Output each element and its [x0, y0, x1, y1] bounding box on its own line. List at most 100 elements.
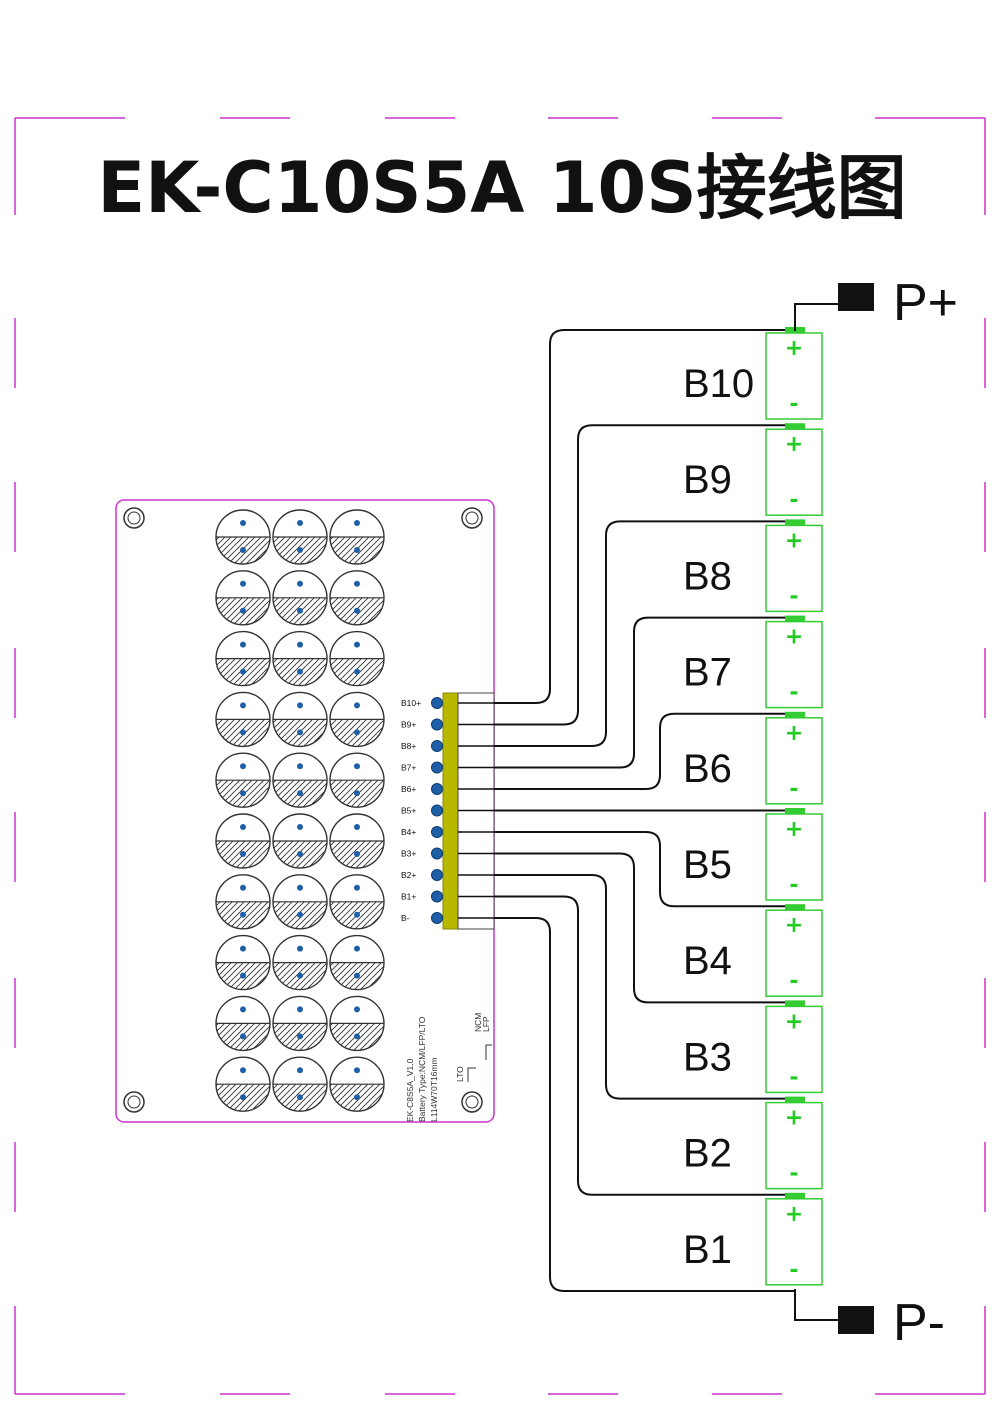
cell-minus-sign: -	[789, 681, 798, 706]
capacitor-pad	[354, 729, 360, 736]
cell-plus-sign: +	[785, 528, 803, 553]
pin-label: B10+	[401, 698, 421, 708]
pin-dot	[431, 890, 443, 903]
jumper-label-lfp: LFP	[481, 1016, 491, 1032]
cell-cap	[785, 904, 805, 911]
capacitor-pad	[297, 763, 303, 770]
pin-dot	[431, 869, 443, 881]
capacitor-pad	[240, 911, 246, 918]
mounting-hole	[461, 507, 483, 529]
capacitor-pad	[297, 790, 303, 797]
pin-dot	[431, 761, 443, 774]
cell-cap	[785, 519, 805, 526]
cell-minus-sign: -	[789, 969, 798, 994]
silkscreen: EK-C8S5A_V1.0 Battery Type:NCM/LFP/LTO L…	[405, 1013, 492, 1122]
negative-terminal-label: P-	[893, 1294, 945, 1352]
balance-wire	[494, 831, 795, 908]
cell-minus-sign: -	[789, 1162, 798, 1187]
cell-plus-sign: +	[785, 625, 803, 650]
capacitor-pad	[240, 884, 246, 891]
balance-wire	[494, 616, 795, 769]
capacitor-pad	[354, 520, 360, 526]
pin-label: B4+	[401, 827, 416, 837]
cell-minus-sign: -	[789, 873, 798, 898]
capacitor-pad	[240, 824, 246, 830]
balance-wire	[494, 917, 795, 1292]
jumper-trace-ncm	[485, 1044, 492, 1060]
capacitor-pad	[297, 580, 303, 587]
capacitor	[215, 874, 271, 930]
pin-dot	[431, 804, 443, 817]
capacitor	[272, 509, 328, 565]
capacitor	[215, 691, 271, 748]
capacitor-pad	[354, 547, 360, 553]
capacitor-pad	[354, 972, 360, 979]
cell-label: B1	[683, 1228, 732, 1272]
capacitor	[329, 691, 385, 748]
cell-plus-sign: +	[785, 913, 803, 938]
cell-label: B10	[683, 362, 754, 406]
capacitor	[329, 874, 385, 930]
capacitor	[272, 934, 328, 991]
positive-terminal-block	[838, 283, 874, 311]
cell-minus-sign: -	[789, 1258, 798, 1283]
capacitor-pad	[297, 824, 303, 830]
capacitor-pad	[354, 702, 360, 709]
capacitor-pad	[354, 1033, 360, 1040]
capacitor-pad	[240, 790, 246, 797]
cell-label: B9	[683, 458, 732, 502]
balance-wire	[494, 424, 795, 726]
mounting-hole	[123, 1091, 145, 1113]
cell-plus-sign: +	[785, 1106, 803, 1131]
cell-minus-sign: -	[789, 777, 798, 802]
capacitor-pad	[354, 945, 360, 952]
balance-wire	[494, 874, 795, 1100]
mounting-hole	[461, 1091, 483, 1113]
capacitor	[329, 1056, 385, 1112]
capacitor	[215, 509, 271, 565]
mounting-hole	[123, 507, 145, 529]
cell-label: B8	[683, 554, 732, 598]
capacitor-pad	[297, 668, 303, 675]
cell-plus-sign: +	[785, 721, 803, 746]
negative-lead	[794, 1289, 838, 1321]
cell-plus-sign: +	[785, 1009, 803, 1034]
cell-label: B3	[683, 1035, 732, 1079]
capacitor-pad	[240, 607, 246, 614]
capacitor-pad	[354, 763, 360, 770]
battery-cell: + - B6	[683, 711, 823, 805]
capacitor-pad	[240, 702, 246, 709]
positive-terminal-label: P+	[893, 274, 958, 332]
silk-dimensions: L114W70T16mm	[429, 1057, 439, 1122]
silk-battery-type: Battery Type:NCM/LFP/LTO	[417, 1016, 427, 1122]
balance-wires	[494, 329, 795, 1292]
capacitor-pad	[354, 668, 360, 675]
pin-label: B-	[401, 913, 410, 923]
pin-dot	[431, 826, 443, 838]
capacitor	[215, 570, 271, 626]
cell-cap	[785, 711, 805, 718]
balance-wire	[494, 712, 795, 790]
cell-plus-sign: +	[785, 817, 803, 842]
battery-cell: +-B7	[683, 615, 823, 709]
battery-cell: +-B2	[683, 1096, 823, 1190]
capacitor	[215, 630, 271, 687]
negative-terminal: P-	[794, 1289, 945, 1352]
pin-dot	[431, 912, 443, 924]
capacitor	[272, 1056, 328, 1112]
capacitor-pad	[240, 945, 246, 952]
pin-label: B7+	[401, 763, 416, 773]
cell-plus-sign: +	[785, 1202, 803, 1227]
capacitor	[272, 752, 328, 808]
capacitor-pad	[240, 1006, 246, 1013]
jumper-trace-lto	[467, 1067, 476, 1082]
balance-wire	[494, 895, 795, 1196]
pin-label: B6+	[401, 784, 416, 794]
capacitor-pad	[297, 641, 303, 648]
capacitor-pad	[240, 580, 246, 587]
capacitor-pad	[297, 972, 303, 979]
capacitor-pad	[297, 702, 303, 709]
cell-cap	[785, 615, 805, 622]
cell-label: B6	[683, 747, 732, 791]
